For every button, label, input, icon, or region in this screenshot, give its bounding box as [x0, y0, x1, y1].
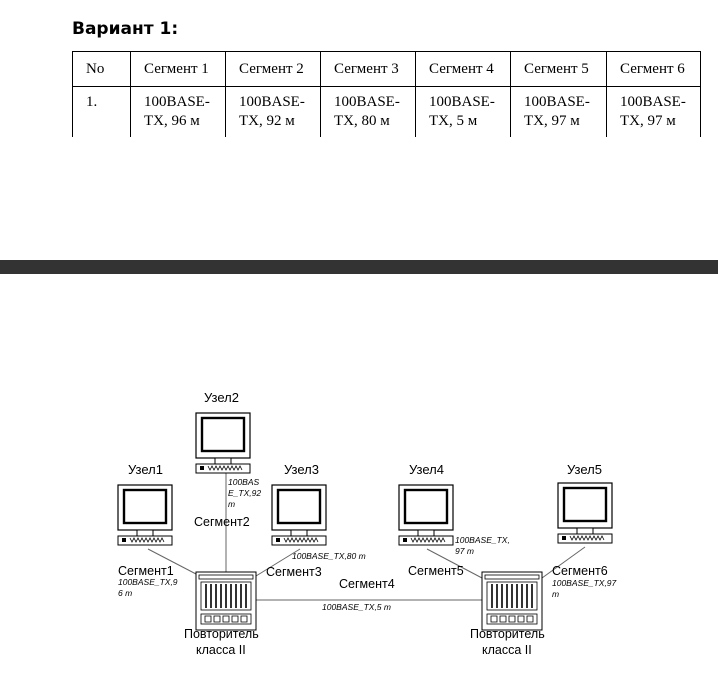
header-segment-1: Сегмент 1: [130, 51, 226, 87]
cell-line: 100BASE-: [144, 94, 210, 110]
repeater-left-icon: [195, 571, 257, 631]
segment-5-spec-line-2: 97 m: [455, 546, 474, 556]
node-4-label: Узел4: [409, 462, 444, 477]
node-5-computer-icon: [556, 481, 614, 545]
table-header-row: No Сегмент 1 Сегмент 2 Сегмент 3 Сегмент…: [72, 51, 701, 87]
variant-title: Вариант 1:: [72, 19, 179, 39]
segment-2-label: Сегмент2: [194, 515, 250, 529]
table-row: 1. 100BASE- TX, 96 м 100BASE- TX, 92 м 100…: [72, 86, 701, 137]
segment-6-spec-line-2: m: [552, 589, 559, 599]
repeater-left-label-line-2: класса II: [196, 643, 246, 657]
node-2-computer-icon: [194, 411, 252, 475]
cell-segment-2: 100BASE- TX, 92 м: [225, 86, 321, 137]
node-2-label: Узел2: [204, 390, 239, 405]
node-4-computer-icon: [397, 483, 455, 547]
segments-table: No Сегмент 1 Сегмент 2 Сегмент 3 Сегмент…: [72, 51, 701, 137]
header-segment-2: Сегмент 2: [225, 51, 321, 87]
header-segment-3: Сегмент 3: [320, 51, 416, 87]
node-3-computer-icon: [270, 483, 328, 547]
repeater-left-label-line-1: Повторитель: [184, 627, 259, 641]
node-3-label: Узел3: [284, 462, 319, 477]
segment-3-spec: 100BASE_TX,80 m: [292, 551, 366, 561]
segment-1-label: Сегмент1: [118, 564, 174, 578]
cable-segment-5: [426, 548, 483, 579]
repeater-right-label-line-2: класса II: [482, 643, 532, 657]
segment-2-spec-line-1: 100BAS: [228, 477, 260, 487]
cell-text: 1.: [86, 94, 98, 110]
header-segment-6: Сегмент 6: [606, 51, 701, 87]
segment-4-spec: 100BASE_TX,5 m: [322, 602, 391, 612]
header-segment-5: Сегмент 5: [510, 51, 607, 87]
header-no: No: [72, 51, 131, 87]
cable-segment-3: [255, 548, 301, 577]
cell-line: TX, 80 м: [334, 113, 390, 129]
cell-line: 100BASE-: [429, 94, 495, 110]
cables: [147, 472, 586, 601]
cell-no: 1.: [72, 86, 131, 137]
cable-segment-1: [147, 548, 197, 575]
cell-line: 100BASE-: [524, 94, 590, 110]
repeater-right-icon: [481, 571, 543, 631]
cable-segment-6: [541, 546, 586, 579]
header-segment-4: Сегмент 4: [415, 51, 511, 87]
node-1-computer-icon: [116, 483, 174, 547]
cell-segment-5: 100BASE- TX, 97 м: [510, 86, 607, 137]
segment-5-label: Сегмент5: [408, 564, 464, 578]
segment-1-spec-line-1: 100BASE_TX,9: [118, 577, 178, 587]
node-5-label: Узел5: [567, 462, 602, 477]
network-diagram: Узел1 Узел2 Узел3 Узел4 Узел5 Сегмент1 С…: [116, 390, 617, 657]
cell-segment-1: 100BASE- TX, 96 м: [130, 86, 226, 137]
page-divider: [0, 260, 718, 274]
node-1-label: Узел1: [128, 462, 163, 477]
cell-line: TX, 92 м: [239, 113, 295, 129]
cell-line: TX, 97 м: [620, 113, 676, 129]
segment-6-spec-line-1: 100BASE_TX,97: [552, 578, 617, 588]
cell-segment-6: 100BASE- TX, 97 м: [606, 86, 701, 137]
cell-line: 100BASE-: [239, 94, 305, 110]
segment-1-spec-line-2: 6 m: [118, 588, 132, 598]
segment-6-label: Сегмент6: [552, 564, 608, 578]
cell-segment-4: 100BASE- TX, 5 м: [415, 86, 511, 137]
segment-4-label: Сегмент4: [339, 577, 395, 591]
segment-2-spec-line-2: E_TX,92: [228, 488, 261, 498]
cell-line: TX, 96 м: [144, 113, 200, 129]
cell-segment-3: 100BASE- TX, 80 м: [320, 86, 416, 137]
segment-5-spec-line-1: 100BASE_TX,: [455, 535, 510, 545]
cell-line: 100BASE-: [620, 94, 686, 110]
segment-2-spec-line-3: m: [228, 499, 235, 509]
cell-line: TX, 5 м: [429, 113, 478, 129]
cell-line: TX, 97 м: [524, 113, 580, 129]
segment-3-label: Сегмент3: [266, 565, 322, 579]
cell-line: 100BASE-: [334, 94, 400, 110]
repeater-right-label-line-1: Повторитель: [470, 627, 545, 641]
